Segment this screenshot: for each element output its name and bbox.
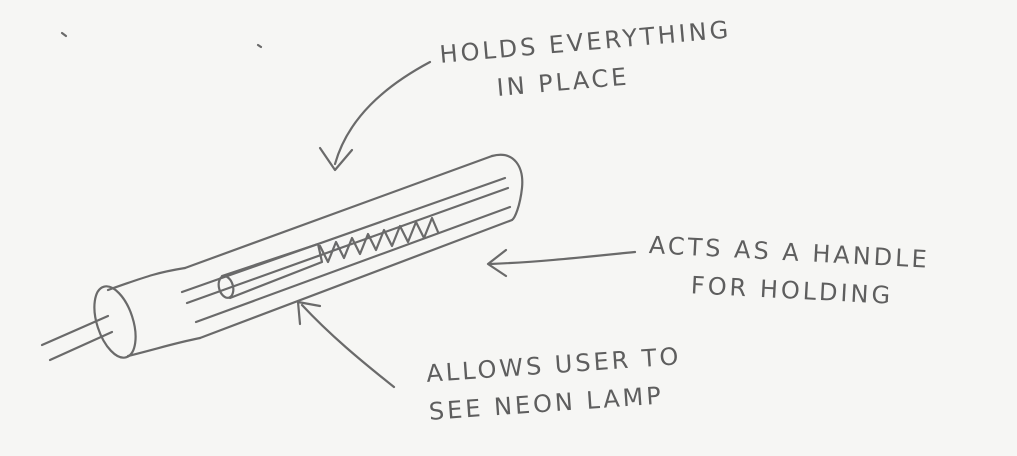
window-line-3: [196, 207, 510, 322]
handle-neck-top: [108, 268, 185, 290]
lamp-capsule: [222, 244, 322, 298]
speck-2: [258, 45, 261, 47]
arrow-bottom-shaft: [302, 305, 394, 387]
barrel-bottom-edge: [200, 220, 512, 338]
annotation-handle: ACTS AS A HANDLE FOR HOLDING: [646, 226, 931, 317]
window-line-1: [182, 178, 505, 292]
handle-neck-bottom: [128, 338, 200, 356]
arrow-top-shaft: [335, 62, 430, 164]
speck-1: [62, 33, 66, 36]
arrow-right-shaft: [490, 252, 635, 264]
window-line-2: [187, 188, 508, 303]
neon-lamp: [216, 275, 235, 300]
barrel-top-edge: [185, 156, 492, 268]
